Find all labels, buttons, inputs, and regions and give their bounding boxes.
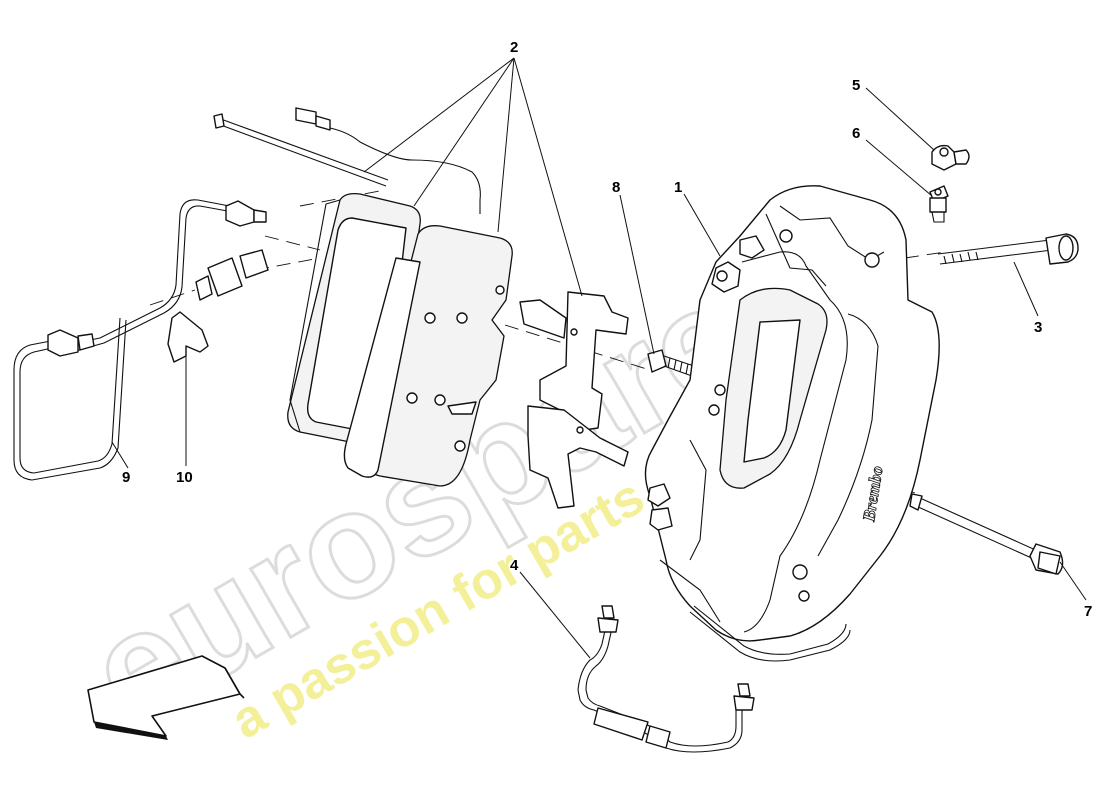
callout-4[interactable]: 4: [510, 557, 519, 574]
pad-spring-clip[interactable]: [519, 291, 629, 509]
caliper-crossover-pipe[interactable]: [577, 605, 755, 753]
brake-pad-front[interactable]: [343, 225, 513, 487]
callout-labels: 2 1 8 5 6 3 7 4 9 10: [122, 39, 1092, 620]
callout-1[interactable]: 1: [674, 179, 682, 196]
callout-3[interactable]: 3: [1034, 319, 1042, 336]
retaining-clip[interactable]: [167, 311, 209, 363]
pad-wear-sensor[interactable]: [213, 107, 481, 214]
callout-2[interactable]: 2: [510, 39, 518, 56]
callout-7[interactable]: 7: [1084, 603, 1092, 620]
callout-9[interactable]: 9: [122, 469, 130, 486]
front-direction-arrow-icon: [87, 655, 245, 740]
callout-6[interactable]: 6: [852, 125, 860, 142]
callout-10[interactable]: 10: [176, 469, 193, 486]
bleed-screw[interactable]: [929, 185, 949, 223]
leader-lines: [111, 57, 1087, 659]
bleed-valve-cap[interactable]: [931, 144, 970, 171]
caliper-mounting-bolt-lower[interactable]: [909, 493, 1064, 575]
brake-hose-pipe[interactable]: [13, 199, 267, 481]
hose-fitting[interactable]: [195, 249, 269, 301]
callout-5[interactable]: 5: [852, 77, 860, 94]
brake-caliper[interactable]: Brembo: [644, 185, 940, 662]
caliper-mounting-bolt-upper[interactable]: [937, 233, 1079, 265]
callout-8[interactable]: 8: [612, 179, 620, 196]
